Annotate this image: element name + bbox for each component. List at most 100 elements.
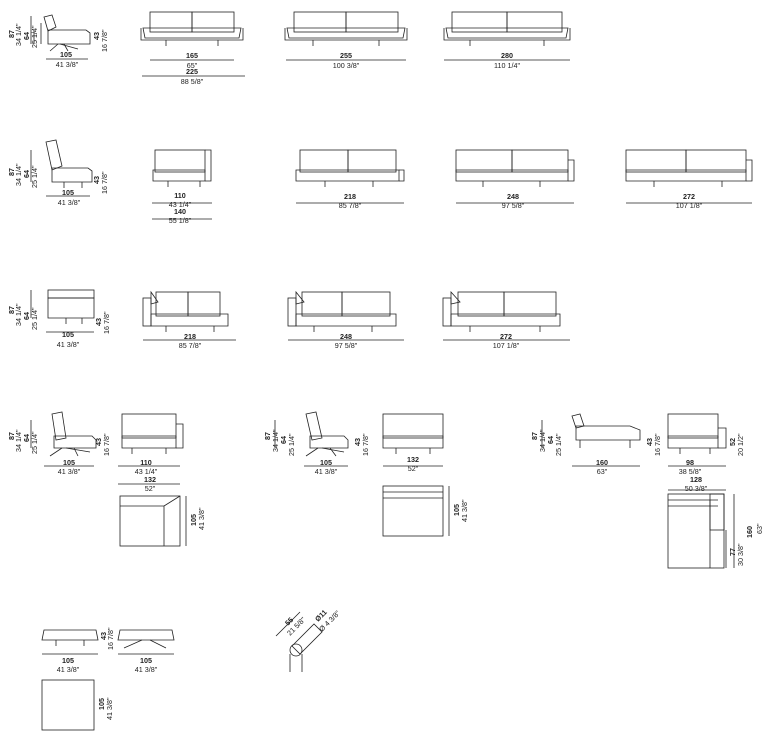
row5-ottoman-w-in: 41 3/8" — [57, 665, 80, 674]
row2-s3-w: 248 — [507, 192, 519, 201]
row3-s1-w: 218 — [184, 332, 196, 341]
row3-height-in: 34 1/4" — [14, 303, 23, 326]
row4-a-front-w-in: 43 1/4" — [135, 467, 158, 476]
row1-side-view — [30, 14, 91, 60]
row4-c-len-in: 63" — [597, 467, 608, 476]
row2-height-in: 34 1/4" — [14, 163, 23, 186]
row4-a-seat-in: 16 7/8" — [102, 433, 111, 456]
row1-sofa1-w-in: 65" — [187, 61, 198, 70]
row4-a-arm-in: 25 1/4" — [30, 431, 39, 454]
row4-c-plan-w: 128 — [690, 475, 702, 484]
row2-s3-w-in: 97 5/8" — [502, 201, 525, 210]
row3-depth: 105 — [62, 330, 74, 339]
row2-s2 — [295, 149, 405, 204]
row3-s2-w-in: 97 5/8" — [335, 341, 358, 350]
row3-arm-in: 25 1/4" — [30, 307, 39, 330]
row4-a-height-in: 34 1/4" — [14, 429, 23, 452]
row3-side-view — [30, 289, 95, 333]
row4-c-plan — [667, 493, 735, 569]
row4-a-plan-d: 105 — [189, 514, 198, 526]
row4-b-depth: 105 — [320, 458, 332, 467]
row4-b-arm-in: 25 1/4" — [287, 433, 296, 456]
row4-a-depth-in: 41 3/8" — [58, 467, 81, 476]
row4-b-plan-d: 105 — [452, 504, 461, 516]
row3-s2-w: 248 — [340, 332, 352, 341]
row4-a-plan-w: 132 — [144, 475, 156, 484]
row3-s3-w-in: 107 1/8" — [493, 341, 520, 350]
row2-seat-in: 16 7/8" — [100, 171, 109, 194]
row4-c-height-in: 34 1/4" — [538, 429, 547, 452]
row2-s1-w2-in: 55 1/8" — [169, 216, 192, 225]
row1-sofa3 — [443, 11, 571, 61]
row1-sofa1 — [140, 11, 245, 77]
row5-ottoman-seat-in: 16 7/8" — [106, 627, 115, 650]
row4-a-plan — [119, 495, 187, 547]
row4-c-len: 160 — [596, 458, 608, 467]
row2-s1-w2: 140 — [174, 207, 186, 216]
row2-arm-in: 25 1/4" — [30, 165, 39, 188]
row5-ottoman-side — [117, 629, 175, 655]
row5-cushion — [275, 611, 323, 672]
row5-ottoman-w2: 105 — [140, 656, 152, 665]
row1-sofa1-w2: 225 — [186, 67, 198, 76]
row2-s2-w: 218 — [344, 192, 356, 201]
row4-a-depth: 105 — [63, 458, 75, 467]
row4-c-plan-w-in: 50 3/8" — [685, 484, 708, 493]
row2-depth: 105 — [62, 188, 74, 197]
row4-b-front-w: 132 — [407, 455, 419, 464]
row1-sofa2 — [284, 11, 408, 61]
row3-s1 — [142, 290, 236, 341]
row4-b-seat-in: 16 7/8" — [361, 433, 370, 456]
row2-height: 87 — [7, 168, 16, 176]
row2-s1-w: 110 — [174, 191, 186, 200]
row5-ottoman-seat: 43 — [99, 632, 108, 640]
row5-ottoman-plan — [41, 679, 95, 731]
row4-b-depth-in: 41 3/8" — [315, 467, 338, 476]
row5-ottoman-plan-d: 105 — [97, 698, 106, 710]
row1-seat-in: 16 7/8" — [100, 29, 109, 52]
row2-seat: 43 — [92, 176, 101, 184]
row3-height: 87 — [7, 306, 16, 314]
row4-b-plan — [382, 485, 450, 537]
row2-s3 — [455, 149, 575, 204]
row4-b-seat: 43 — [353, 438, 362, 446]
row4-c-front-w-in: 38 5/8" — [679, 467, 702, 476]
row3-arm: 64 — [22, 312, 31, 320]
row1-height-in: 34 1/4" — [14, 23, 23, 46]
row2-s1 — [152, 149, 212, 220]
row2-s1-w-in: 43 1/4" — [169, 200, 192, 209]
row1-sofa2-w: 255 — [340, 51, 352, 60]
row2-s4-w: 272 — [683, 192, 695, 201]
row3-s3-w: 272 — [500, 332, 512, 341]
row4-c-plan-d-in: 63" — [755, 523, 764, 534]
row1-sofa2-w-in: 100 3/8" — [333, 61, 360, 70]
row1-sofa3-w-in: 110 1/4" — [494, 61, 520, 70]
row1-sofa3-w: 280 — [501, 51, 513, 60]
row2-s2-w-in: 85 7/8" — [339, 201, 362, 210]
row4-c-arm-in: 25 1/4" — [554, 433, 563, 456]
row1-arm: 64 — [22, 32, 31, 40]
row3-s3 — [442, 290, 570, 341]
row4-b-arm: 64 — [279, 436, 288, 444]
row4-b-front-w-in: 52" — [408, 464, 419, 473]
row4-b-side-view — [274, 411, 349, 467]
row3-s2 — [287, 290, 404, 341]
row4-c-front-w: 98 — [686, 458, 694, 467]
row3-seat-in: 16 7/8" — [102, 311, 111, 334]
row4-a-plan-w-in: 52" — [145, 484, 156, 493]
row2-s4-w-in: 107 1/8" — [676, 201, 703, 210]
row4-c-arm-h-in: 20 1/2" — [736, 433, 745, 456]
row5-ottoman-w2-in: 41 3/8" — [135, 665, 158, 674]
row4-c-arm-h: 52 — [728, 438, 737, 446]
row4-b-plan-d-in: 41 3/8" — [460, 499, 469, 522]
row4-a-side-view — [30, 411, 97, 467]
row1-depth-in: 41 3/8" — [56, 60, 79, 69]
row4-c-plan-d2-in: 30 3/8" — [736, 543, 745, 566]
row5-ottoman-front — [41, 629, 99, 655]
row1-sofa1-w: 165 — [186, 51, 198, 60]
row4-c-arm: 64 — [546, 436, 555, 444]
row4-c-front-view — [667, 413, 727, 491]
row5-ottoman-w: 105 — [62, 656, 74, 665]
row1-height: 87 — [7, 30, 16, 38]
